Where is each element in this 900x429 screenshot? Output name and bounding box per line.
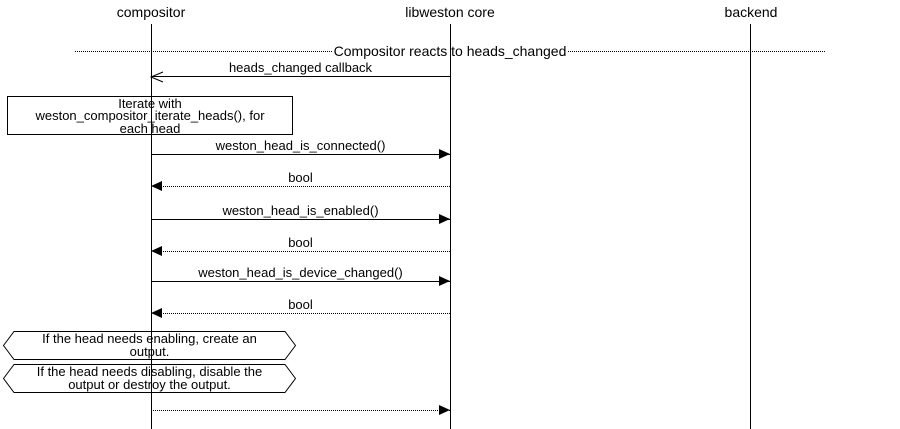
open-arrowhead-left-icon bbox=[150, 71, 164, 83]
note-line: output. bbox=[129, 344, 170, 359]
message-heads-changed-callback: heads_changed callback bbox=[151, 60, 450, 77]
note-line: each head bbox=[119, 120, 181, 136]
message-weston-head-is-connected: weston_head_is_connected() bbox=[151, 138, 450, 155]
condition-note-enabling: If the head needs enabling, create an ou… bbox=[3, 331, 296, 360]
filled-arrowhead-right-icon bbox=[439, 405, 450, 415]
filled-arrowhead-right-icon bbox=[439, 149, 450, 159]
note-line: output or destroy the output. bbox=[68, 377, 231, 392]
message-weston-head-is-device-changed: weston_head_is_device_changed() bbox=[151, 265, 450, 282]
message-bool-return-3: bool bbox=[151, 297, 450, 314]
divider-heads-changed: Compositor reacts to heads_changed bbox=[75, 43, 826, 59]
filled-arrowhead-left-icon bbox=[151, 181, 162, 191]
lifeline-compositor bbox=[151, 24, 152, 429]
condition-note-text: If the head needs enabling, create an ou… bbox=[3, 332, 296, 358]
filled-arrowhead-left-icon bbox=[151, 308, 162, 318]
note-line: Iterate with bbox=[118, 96, 182, 111]
lifeline-title-backend: backend bbox=[724, 4, 778, 20]
hexagon-outline bbox=[3, 364, 296, 393]
message-unlabeled-dotted bbox=[151, 394, 450, 411]
filled-arrowhead-right-icon bbox=[439, 214, 450, 224]
filled-arrowhead-right-icon bbox=[439, 276, 450, 286]
message-label: bool bbox=[288, 170, 313, 185]
divider-line-left bbox=[75, 50, 332, 52]
message-label: weston_head_is_connected() bbox=[215, 138, 386, 153]
note-line: If the head needs enabling, create an bbox=[42, 331, 257, 346]
message-label: weston_head_is_device_changed() bbox=[198, 265, 403, 280]
condition-note-disabling: If the head needs disabling, disable the… bbox=[3, 364, 296, 393]
lifeline-title-compositor: compositor bbox=[116, 4, 186, 20]
divider-line-right bbox=[568, 50, 826, 52]
message-label: weston_head_is_enabled() bbox=[222, 203, 379, 218]
hexagon-outline bbox=[3, 331, 296, 360]
message-weston-head-is-enabled: weston_head_is_enabled() bbox=[151, 203, 450, 220]
note-line: weston_compositor_iterate_heads(), for bbox=[35, 108, 265, 124]
divider-label: Compositor reacts to heads_changed bbox=[333, 43, 567, 59]
condition-note-text: If the head needs disabling, disable the… bbox=[3, 365, 296, 391]
lifeline-title-libweston-core: libweston core bbox=[405, 4, 495, 20]
message-bool-return-2: bool bbox=[151, 235, 450, 252]
lifeline-backend bbox=[750, 24, 751, 429]
note-iterate-heads: Iterate with weston_compositor_iterate_h… bbox=[7, 96, 293, 135]
message-label: bool bbox=[288, 235, 313, 250]
note-line: If the head needs disabling, disable the bbox=[36, 364, 263, 379]
filled-arrowhead-left-icon bbox=[151, 246, 162, 256]
lifeline-libweston-core bbox=[450, 24, 451, 429]
message-bool-return-1: bool bbox=[151, 170, 450, 187]
message-label: bool bbox=[288, 297, 313, 312]
message-label: heads_changed callback bbox=[228, 60, 373, 75]
